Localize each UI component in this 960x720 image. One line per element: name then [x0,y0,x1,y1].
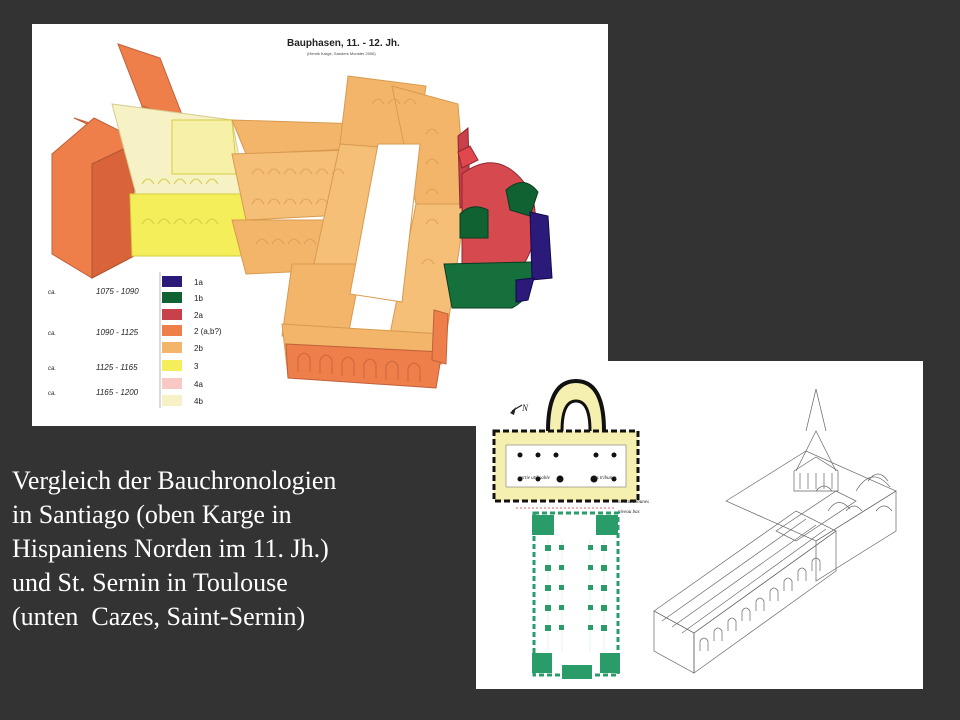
caption-line-2: in Santiago (oben Karge in [12,500,292,529]
apse [443,126,553,309]
plan-nave [532,511,620,679]
north-label: N [521,403,529,413]
legend-ca-3: ca. [48,366,56,372]
swatch-2a [162,309,182,320]
legend-ca-4: ca. [48,391,56,397]
swatch-1a [162,276,182,287]
st-sernin-figure: N partie utilisable des tribunes niveau … [476,361,923,689]
legend-period-1: 1075 - 1090 [96,287,139,296]
axonometric-view [653,388,897,674]
north-arrow-icon: N [510,403,529,415]
legend-code-1b: 1b [194,294,203,303]
plan-apse [546,378,606,432]
legend-code-2a: 2a [194,311,203,320]
legend-ca-2: ca. [48,331,56,337]
label-des-tribunes: des tribunes [592,476,616,481]
legend-code-1a: 1a [194,278,203,287]
swatch-3 [162,360,182,371]
nave-and-transept [231,75,467,387]
caption-line-5: (unten Cazes, Saint-Sernin) [12,602,306,631]
plan-transept [492,429,640,503]
swatch-2b [162,342,182,353]
label-niveau-tribunes: niveau tribunes [618,500,649,505]
swatch-1b [162,292,182,303]
swatch-2ab [162,325,182,336]
west-nave [111,103,247,257]
santiago-drawing: Bauphasen, 11. - 12. Jh. (Henrik Karge, … [48,38,553,408]
swatch-4a [162,378,182,389]
legend-code-4b: 4b [194,397,203,406]
caption-line-4: und St. Sernin in Toulouse [12,568,288,597]
figure-subtitle: (Henrik Karge, Sanders Monster 2006) [307,51,376,56]
swatch-4b [162,395,182,406]
legend-code-3: 3 [194,362,199,371]
legend-period-4: 1165 - 1200 [96,388,139,397]
legend-period-3: 1125 - 1165 [96,363,138,372]
legend-code-2b: 2b [194,344,203,353]
legend-ca-1: ca. [48,290,56,296]
st-sernin-drawing: N partie utilisable des tribunes niveau … [492,378,897,679]
south-facade [285,309,449,389]
figure-title: Bauphasen, 11. - 12. Jh. [287,38,400,49]
slide-caption: Vergleich der Bauchronologien in Santiag… [12,464,452,634]
phase-legend: ca. 1075 - 1090 ca. 1090 - 1125 ca. 1125… [48,272,222,408]
legend-code-2ab: 2 (a,b?) [194,327,222,336]
legend-period-2: 1090 - 1125 [96,328,139,337]
caption-line-3: Hispaniens Norden im 11. Jh.) [12,534,329,563]
caption-line-1: Vergleich der Bauchronologien [12,466,337,495]
santiago-phases-figure: Bauphasen, 11. - 12. Jh. (Henrik Karge, … [32,24,608,426]
legend-code-4a: 4a [194,380,203,389]
label-niveau-bas: niveau bas [618,510,640,515]
label-partie-utilisable: partie utilisable [517,476,551,481]
